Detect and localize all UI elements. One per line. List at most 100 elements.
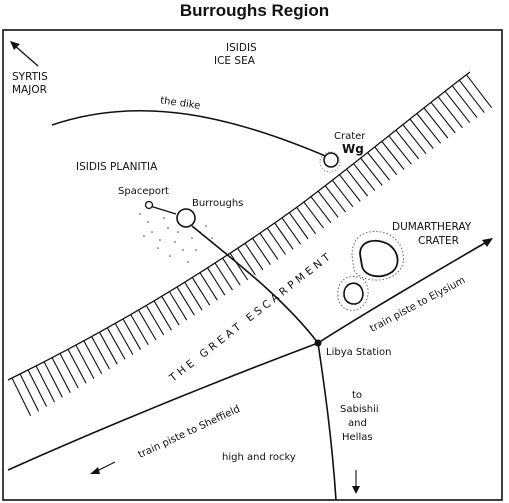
label-isidis-planitia: ISIDIS PLANITIA — [76, 161, 158, 173]
escarpment-hatch-line — [83, 340, 103, 375]
escarpment-hatch-line — [51, 357, 71, 393]
libya-station-marker — [314, 339, 322, 347]
escarpment-hatch-line — [59, 353, 79, 389]
escarpment-hatch-line — [99, 331, 118, 365]
burroughs-crater — [176, 208, 196, 228]
escarpment-hatch-line — [331, 179, 354, 208]
escarpment-hatch-line — [130, 314, 149, 346]
label-crater-wg: Wg — [342, 142, 364, 156]
label-isidis: ISIDIS — [226, 42, 257, 54]
escarpment-hatch-line — [19, 373, 40, 412]
escarpment-hatch-line — [259, 232, 279, 260]
escarpment-hatch-line — [11, 377, 32, 416]
rail-south — [317, 342, 337, 501]
label-to: to — [352, 390, 362, 401]
label-dumartheray-crater: CRATER — [418, 235, 459, 247]
escarpment-hatch-line — [199, 272, 218, 301]
escarpment-hatch-line — [145, 305, 165, 336]
escarpment-hatch-line — [430, 101, 456, 134]
label-sabishii: Sabishii — [340, 404, 379, 415]
escarpment-hatch-line — [416, 113, 442, 144]
rail-sheffield — [7, 342, 319, 471]
escarpment-hatch-line — [288, 212, 309, 240]
label-spaceport: Spaceport — [118, 186, 169, 197]
escarpment-hatch-line — [244, 242, 264, 271]
escarpment-hatch-line — [35, 365, 55, 403]
sheffield-arrow — [90, 461, 116, 474]
escarpment-hatch-line — [168, 291, 188, 321]
escarpment-hatch-line — [281, 217, 302, 245]
escarpment-hatch-line — [237, 247, 256, 276]
escarpment-hatch-line — [252, 237, 271, 266]
escarpment-hatch-line — [207, 267, 226, 296]
escarpment-hatch-line — [395, 129, 420, 160]
escarpment-hatch-line — [402, 124, 427, 155]
escarpment-hatch-line — [91, 336, 110, 370]
label-hellas: Hellas — [342, 432, 373, 443]
escarpment-hatch-line — [114, 323, 134, 355]
escarpment-hatch-line — [437, 96, 463, 129]
escarpment-hatch-line — [465, 74, 493, 109]
escarpment-hatch-line — [266, 227, 286, 255]
label-train-elysium: train piste to Elysium — [368, 275, 467, 335]
escarpment-hatch-line — [27, 369, 48, 407]
escarpment-hatch-line — [106, 327, 126, 360]
small-crater — [337, 276, 369, 311]
label-great-escarpment: THE GREAT ESCARPMENT — [166, 249, 335, 385]
spaceport-marker — [144, 200, 154, 210]
label-ice-sea: ICE SEA — [214, 55, 256, 67]
escarpment-hatch-line — [43, 361, 63, 398]
escarpment-hatch-line — [138, 309, 157, 341]
escarpment-hatch-line — [214, 262, 233, 291]
escarpment-hatch-line — [346, 168, 369, 197]
escarpment-hatch-line — [229, 252, 249, 281]
label-dumartheray: DUMARTHERAY — [392, 221, 472, 233]
label-high-rocky: high and rocky — [222, 452, 296, 463]
escarpment-hatch-line — [451, 85, 478, 119]
escarpment-hatch-line — [303, 201, 324, 229]
escarpment-hatch-line — [75, 344, 95, 379]
escarpment-hatch-line — [444, 90, 471, 124]
escarpment-hatch-line — [176, 286, 195, 316]
label-major: MAJOR — [12, 84, 47, 96]
escarpment-hatch-line — [161, 295, 180, 326]
great-escarpment-line — [7, 71, 471, 381]
label-syrtis: SYRTIS — [12, 71, 48, 83]
label-burroughs: Burroughs — [192, 198, 243, 209]
escarpment-hatch-line — [409, 118, 434, 149]
escarpment-hatch-line — [191, 277, 211, 306]
label-dike: the dike — [159, 95, 200, 112]
label-crater: Crater — [334, 131, 366, 142]
escarpment-hatch-line — [374, 146, 398, 176]
label-and: and — [348, 418, 367, 429]
label-libya-station: Libya Station — [326, 347, 391, 358]
escarpment-hatch-line — [67, 349, 87, 384]
spaceport-connector — [149, 205, 177, 215]
escarpment-hatch-line — [310, 196, 332, 224]
escarpment-hatch-line — [360, 157, 383, 186]
escarpment-hatch-line — [274, 222, 294, 250]
escarpment-hatch-line — [353, 163, 376, 192]
escarpment-hatch-line — [122, 318, 142, 350]
escarpment-hatch-line — [184, 281, 203, 311]
great-escarpment-hatching — [11, 74, 493, 416]
escarpment-hatch-line — [324, 185, 347, 213]
dumartheray-crater — [351, 231, 404, 281]
escarpment-hatch-line — [317, 190, 339, 218]
burroughs-terrain-stipple — [139, 213, 213, 263]
elysium-arrowhead — [482, 238, 493, 247]
escarpment-hatch-line — [339, 174, 361, 202]
escarpment-hatch-line — [388, 135, 412, 165]
escarpment-hatch-line — [153, 300, 172, 331]
rail-burroughs-libya — [191, 225, 319, 344]
escarpment-hatch-line — [367, 152, 390, 181]
escarpment-hatch-line — [222, 257, 241, 286]
dike-line — [51, 109, 331, 159]
sabishii-arrow — [352, 470, 360, 494]
escarpment-hatch-line — [458, 79, 485, 113]
crater-wg — [319, 151, 341, 173]
rail-elysium — [317, 239, 491, 344]
escarpment-hatch-line — [296, 207, 317, 235]
escarpment-hatch-line — [423, 107, 449, 139]
